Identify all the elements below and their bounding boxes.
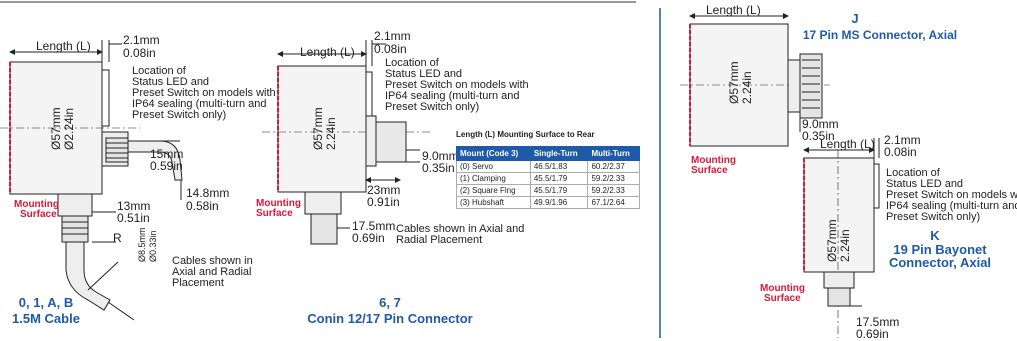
cable-placement-note: Cables shown in Axial and Radial Placeme… bbox=[172, 255, 253, 289]
cable-dim-0-59in: 0.59in bbox=[150, 159, 183, 173]
cable-dim-0-58in: 0.58in bbox=[186, 199, 219, 213]
conin-led-note: Location of Status LED and Preset Switch… bbox=[385, 57, 529, 113]
ms-caption-type: 17 Pin MS Connector, Axial bbox=[802, 28, 958, 42]
conin-dim-2-1mm: 2.1mm bbox=[374, 29, 411, 43]
bayonet-led-window bbox=[873, 163, 880, 209]
length-table-header-single-turn: Single-Turn bbox=[529, 146, 589, 161]
conin-dim-17-5mm: 17.5mm bbox=[352, 219, 396, 233]
table-cell: (0) Servo bbox=[456, 160, 531, 173]
cable-mounting-label-1: Mounting bbox=[14, 199, 59, 210]
table-cell: (1) Clamping bbox=[456, 172, 531, 185]
bayonet-caption-type-1: 19 Pin Bayonet bbox=[893, 242, 987, 257]
bayonet-led-note: Location of Status LED and Preset Switch… bbox=[886, 167, 1017, 223]
bayonet-dim-0-69in: 0.69in bbox=[856, 327, 889, 341]
table-row: (3) Hubshaft 49.9/1.96 67.1/2.64 bbox=[456, 196, 640, 209]
ms-caption-letter: J bbox=[851, 11, 859, 26]
cable-dim-8-5mm: Ø8.5mm bbox=[137, 227, 147, 262]
cable-radius-label: R bbox=[113, 231, 122, 245]
conin-dim-23mm: 23mm bbox=[367, 183, 401, 197]
table-cell: (2) Square Flng bbox=[456, 184, 531, 197]
length-table-header-multi-turn: Multi-Turn bbox=[587, 146, 640, 161]
length-table-header-mount: Mount (Code 3) bbox=[456, 146, 531, 161]
cable-dim-0-51in: 0.51in bbox=[117, 211, 150, 225]
table-row: (1) Clamping 45.5/1.79 59.2/2.33 bbox=[456, 172, 640, 185]
ms-dim-0-35in: 0.35in bbox=[802, 129, 835, 143]
table-cell: (3) Hubshaft bbox=[456, 196, 531, 209]
ms-mounting-label-2: Surface bbox=[691, 165, 728, 176]
cable-dim-2-1mm: 2.1mm bbox=[123, 33, 160, 47]
cable-dim-14-8mm: 14.8mm bbox=[186, 186, 230, 200]
conin-placement-note: Cables shown in Axial and Radial Placeme… bbox=[396, 223, 525, 246]
bayonet-dim-0-08in: 0.08in bbox=[884, 145, 917, 159]
table-row: (2) Square Flng 45.5/1.79 59.2/2.33 bbox=[456, 184, 640, 197]
table-cell: 59.2/2.33 bbox=[587, 172, 640, 185]
cable-caption-type: 1.5M Cable bbox=[12, 311, 80, 326]
cable-diameter-in: Ø2.24in bbox=[62, 107, 76, 150]
conin-dim-0-91in: 0.91in bbox=[367, 195, 400, 209]
bayonet-dim-17-5mm: 17.5mm bbox=[856, 315, 900, 329]
conin-length-label: Length (L) bbox=[300, 45, 355, 59]
conin-dim-0-35in: 0.35in bbox=[422, 161, 455, 175]
table-cell: 46.5/1.83 bbox=[529, 160, 589, 173]
cable-dim-15mm: 15mm bbox=[150, 147, 184, 161]
conin-caption-models: 6, 7 bbox=[379, 295, 401, 310]
cable-dim-13mm: 13mm bbox=[117, 199, 151, 213]
cable-caption-models: 0, 1, A, B bbox=[18, 295, 74, 310]
cable-dim-0-33in: Ø0.33in bbox=[148, 230, 158, 262]
cable-led-note: Location of Status LED and Preset Switch… bbox=[132, 65, 276, 121]
table-row: (0) Servo 46.5/1.83 60.2/2.37 bbox=[456, 160, 640, 173]
conin-mounting-label-2: Surface bbox=[256, 208, 293, 219]
conin-dim-9mm: 9.0mm bbox=[422, 149, 459, 163]
cable-dim-0-08in: 0.08in bbox=[123, 46, 156, 60]
table-cell: 59.2/2.33 bbox=[587, 184, 640, 197]
ms-length-label: Length (L) bbox=[706, 3, 761, 17]
bayonet-diameter-in: 2.24in bbox=[838, 229, 852, 262]
bayonet-caption-letter: K bbox=[930, 228, 940, 243]
conin-caption-type: Conin 12/17 Pin Connector bbox=[307, 311, 473, 326]
table-cell: 49.9/1.96 bbox=[529, 196, 589, 209]
cable-diameter-mm: Ø57mm bbox=[49, 107, 63, 150]
bayonet-caption-type-2: Connector, Axial bbox=[888, 255, 992, 270]
ms-encoder-drawing bbox=[680, 13, 830, 147]
conin-diameter-in: 2.24in bbox=[324, 117, 338, 150]
table-cell: 45.5/1.79 bbox=[529, 184, 589, 197]
conin-encoder-drawing bbox=[262, 40, 430, 245]
ms-diameter-mm: Ø57mm bbox=[727, 61, 741, 104]
cable-length-label: Length (L) bbox=[36, 39, 91, 53]
conin-dim-0-08in: 0.08in bbox=[374, 42, 407, 56]
bayonet-mounting-label-2: Surface bbox=[764, 293, 801, 304]
ms-diameter-in: 2.24in bbox=[740, 71, 754, 104]
bayonet-mounting-label-1: Mounting bbox=[760, 283, 805, 294]
conin-diameter-mm: Ø57mm bbox=[311, 107, 325, 150]
bayonet-length-label: Length (L) bbox=[820, 137, 875, 151]
bayonet-diameter-mm: Ø57mm bbox=[825, 219, 839, 262]
length-table-header-row: Mount (Code 3) Single-Turn Multi-Turn bbox=[456, 146, 640, 161]
conin-encoder-body bbox=[277, 65, 367, 193]
length-table: Mount (Code 3) Single-Turn Multi-Turn (0… bbox=[456, 146, 640, 209]
conin-mounting-label-1: Mounting bbox=[256, 198, 301, 209]
table-cell: 45.5/1.79 bbox=[529, 172, 589, 185]
ms-dim-9mm: 9.0mm bbox=[802, 117, 839, 131]
cable-led-window bbox=[101, 69, 110, 127]
length-table-title: Length (L) Mounting Surface to Rear bbox=[456, 130, 595, 139]
table-cell: 67.1/2.64 bbox=[587, 196, 640, 209]
table-cell: 60.2/2.37 bbox=[587, 160, 640, 173]
conin-dim-0-69in: 0.69in bbox=[352, 231, 385, 245]
cable-mounting-label-2: Surface bbox=[20, 209, 57, 220]
bayonet-encoder-drawing bbox=[803, 138, 880, 338]
cable-encoder-drawing bbox=[0, 40, 183, 321]
ms-mounting-label-1: Mounting bbox=[691, 155, 736, 166]
bayonet-dim-2-1mm: 2.1mm bbox=[884, 133, 921, 147]
bayonet-encoder-body bbox=[803, 157, 875, 273]
